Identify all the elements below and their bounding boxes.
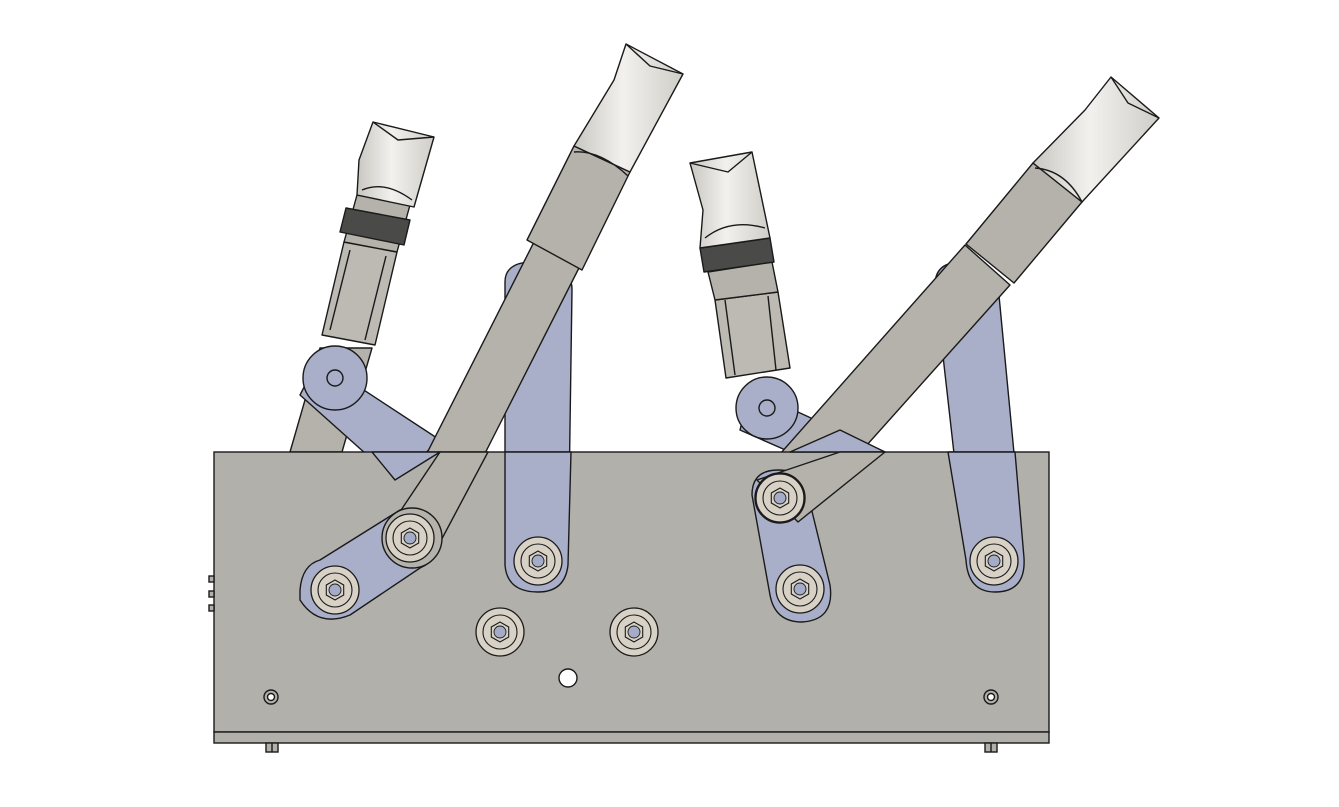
hex-socket-bolt-icon xyxy=(385,513,435,563)
right-short-blue-link-front xyxy=(789,429,886,453)
left-short-blue-link-front xyxy=(371,451,441,481)
small-screw-icon xyxy=(983,689,999,705)
hex-socket-bolt-icon xyxy=(310,565,360,615)
hex-socket-bolt-icon xyxy=(775,564,825,614)
right-thin-gripper-cap xyxy=(689,151,771,249)
hex-socket-bolt-icon xyxy=(969,536,1019,586)
hex-socket-bolt-icon xyxy=(755,473,805,523)
left-thin-gripper-band xyxy=(339,207,411,246)
left-long-gripper-cap xyxy=(573,43,684,173)
through-hole-icon xyxy=(558,668,578,688)
right-thin-gripper xyxy=(689,151,791,379)
hex-socket-bolt-icon xyxy=(609,607,659,657)
left-thin-gripper xyxy=(321,121,435,346)
right-long-gripper-cap xyxy=(1032,76,1160,203)
hex-socket-bolt-icon xyxy=(513,536,563,586)
left-linkage-assembly xyxy=(289,43,684,593)
right-short-link-hole xyxy=(758,399,776,417)
small-screw-icon xyxy=(263,689,279,705)
fastener-group xyxy=(310,473,1019,657)
base-plate-bottom-rail xyxy=(213,731,1050,744)
hex-socket-bolt-icon xyxy=(475,607,525,657)
left-thin-gripper-cap xyxy=(356,121,435,208)
left-short-link-hole xyxy=(326,369,344,387)
